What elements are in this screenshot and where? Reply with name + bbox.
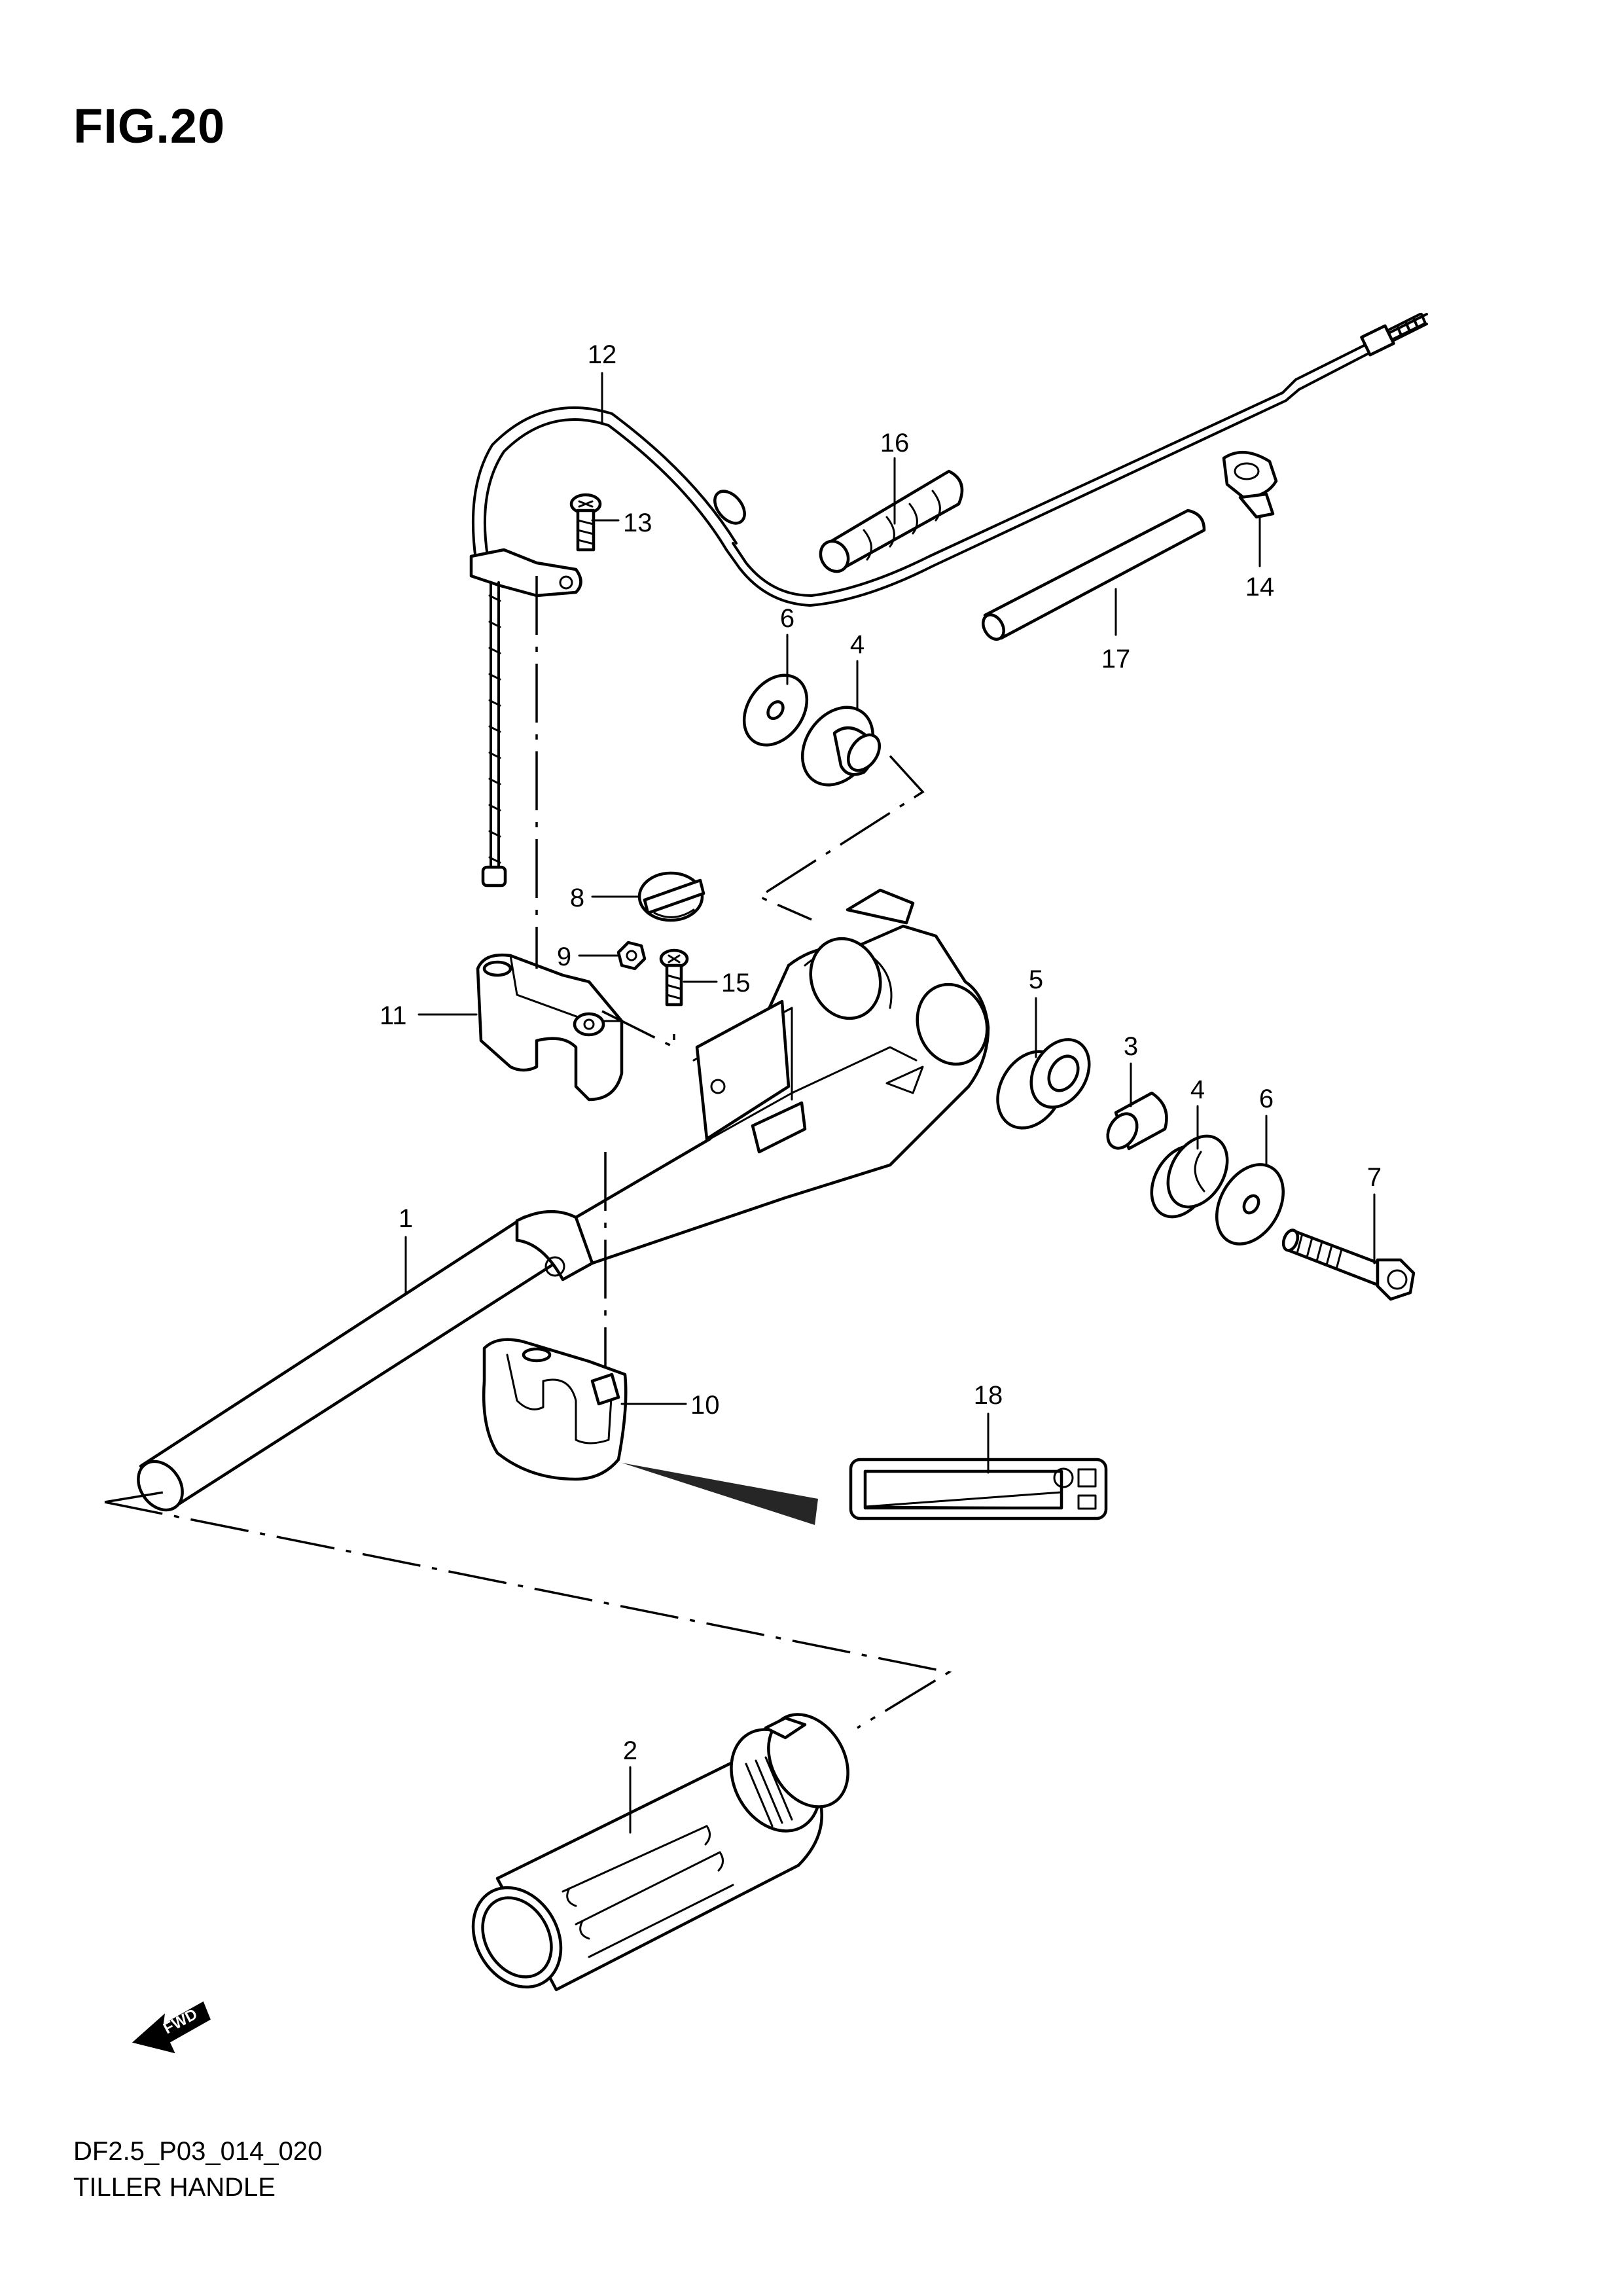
callout-labels: 12 13 16 14 17 6 4 8 9 15 11 5 3 4 6 7 1… <box>380 340 1382 1765</box>
callout-3: 3 <box>1124 1032 1138 1061</box>
callout-18: 18 <box>974 1381 1003 1410</box>
callout-5: 5 <box>1029 965 1043 994</box>
callout-9: 9 <box>557 942 571 971</box>
part-6-washer-right <box>1215 1163 1285 1246</box>
part-4-bushing-upper <box>800 706 882 787</box>
part-18-decal <box>622 1458 1108 1525</box>
part-15-screw <box>659 948 689 1007</box>
callout-6-right: 6 <box>1259 1085 1274 1113</box>
part-3-collar <box>1106 1091 1168 1151</box>
part-11-friction-block <box>476 953 624 1102</box>
callout-15: 15 <box>721 969 751 997</box>
callout-14: 14 <box>1245 573 1275 601</box>
part-5-bushing <box>996 1038 1091 1130</box>
figure-title: FIG.20 <box>73 99 226 153</box>
part-4-bushing-right <box>1150 1134 1229 1219</box>
callout-10: 10 <box>690 1391 720 1420</box>
callout-12: 12 <box>588 340 617 369</box>
callout-7: 7 <box>1367 1163 1382 1192</box>
figure-code: DF2.5_P03_014_020 <box>73 2137 323 2166</box>
part-9-nut <box>616 941 647 971</box>
callout-4-upper: 4 <box>850 630 865 659</box>
leader-lines <box>404 372 1376 1834</box>
throttle-cable <box>469 313 1428 888</box>
fwd-arrow-icon: FWD <box>132 2001 211 2054</box>
part-16-grip-sleeve <box>819 469 964 573</box>
part-17-tube <box>982 509 1206 641</box>
callout-4-right: 4 <box>1190 1075 1205 1104</box>
callout-11: 11 <box>380 1001 407 1030</box>
part-10-lower-clamp <box>482 1338 628 1481</box>
callout-8: 8 <box>570 884 584 912</box>
assembly-dashed-lines <box>104 576 952 1729</box>
part-1-tiller-handle <box>137 888 990 1512</box>
part-14-clamp <box>1222 450 1278 519</box>
part-7-bolt <box>1281 1229 1416 1301</box>
callout-2: 2 <box>623 1736 637 1765</box>
part-6-washer-upper <box>742 673 809 747</box>
callout-1: 1 <box>399 1204 413 1233</box>
callout-17: 17 <box>1101 645 1131 673</box>
part-8-adjust-knob <box>637 871 705 922</box>
part-2-handle-grip <box>471 1713 849 1992</box>
part-13-screw <box>569 493 602 552</box>
callout-6-upper: 6 <box>780 604 794 633</box>
callout-16: 16 <box>880 429 910 457</box>
callout-13: 13 <box>623 509 652 537</box>
figure-name: TILLER HANDLE <box>73 2173 276 2202</box>
